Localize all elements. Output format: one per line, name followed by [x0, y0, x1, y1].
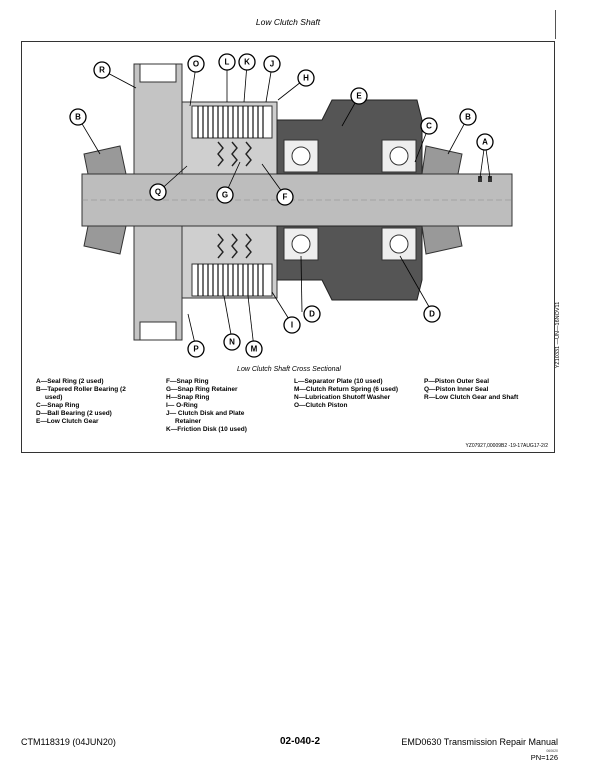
callout-c: C: [426, 122, 432, 131]
footer-pn: PN=126: [530, 753, 558, 762]
callout-f: F: [283, 193, 288, 202]
legend-column-3: L—Separator Plate (10 used) M—Clutch Ret…: [294, 378, 398, 410]
section-title: Low Clutch Shaft: [255, 17, 321, 27]
legend-column-2: F—Snap Ring G—Snap Ring Retainer H—Snap …: [166, 378, 247, 434]
legend-item: Retainer: [166, 418, 202, 425]
legend-item: F—Snap Ring: [166, 378, 209, 385]
legend-item: C—Snap Ring: [36, 402, 80, 409]
footer-small-code: 060620: [546, 749, 558, 753]
callout-l: L: [225, 58, 230, 67]
callout-m: M: [251, 345, 258, 354]
legend-item: J— Clutch Disk and Plate: [166, 410, 245, 417]
figure-caption: Low Clutch Shaft Cross Sectional: [237, 366, 341, 373]
callout-o: O: [193, 60, 199, 69]
legend-item: P—Piston Outer Seal: [424, 378, 490, 385]
legend-item: E—Low Clutch Gear: [36, 418, 99, 425]
figure-side-code: YZ10331 —UN—16NOV11: [555, 301, 561, 369]
callout-i: I: [291, 321, 293, 330]
figure-ref-code: YZ07927,00009B2 -19-17AUG17-2/2: [465, 443, 548, 449]
legend-item: G—Snap Ring Retainer: [166, 386, 238, 393]
callout-d-right: D: [429, 310, 435, 319]
callout-k: K: [244, 58, 250, 67]
callout-e: E: [356, 92, 362, 101]
callout-a: A: [482, 138, 488, 147]
legend-item: A—Seal Ring (2 used): [36, 378, 104, 385]
legend-item: L—Separator Plate (10 used): [294, 378, 383, 385]
legend-item: used): [36, 394, 63, 401]
callout-p: P: [193, 345, 199, 354]
callout-r: R: [99, 66, 105, 75]
footer-manual-title: EMD0630 Transmission Repair Manual: [401, 737, 558, 747]
legend-item: M—Clutch Return Spring (6 used): [294, 386, 398, 393]
legend-item: O—Clutch Piston: [294, 402, 348, 409]
legend-item: N—Lubrication Shutoff Washer: [294, 394, 391, 401]
legend-column-4: P—Piston Outer Seal Q—Piston Inner Seal …: [424, 378, 518, 402]
clutch-shaft-drawing: [81, 63, 513, 341]
callout-d-left: D: [309, 310, 315, 319]
callout-h: H: [303, 74, 309, 83]
legend-item: I— O-Ring: [166, 402, 198, 409]
callout-j: J: [270, 60, 274, 69]
legend-column-1: A—Seal Ring (2 used) B—Tapered Roller Be…: [36, 378, 126, 426]
callout-q: Q: [155, 188, 161, 197]
figure-frame: R B B A C E H J K L O Q G F D D I M N P …: [21, 41, 561, 453]
legend-item: Q—Piston Inner Seal: [424, 386, 489, 393]
footer-page-number: 02-040-2: [279, 736, 321, 747]
callout-b-left: B: [75, 113, 81, 122]
legend-item: D—Ball Bearing (2 used): [36, 410, 112, 417]
footer-doc-id: CTM118319 (04JUN20): [21, 737, 116, 747]
legend-item: R—Low Clutch Gear and Shaft: [424, 394, 519, 401]
callout-n: N: [229, 338, 235, 347]
header-rule: [21, 10, 556, 39]
legend-item: H—Snap Ring: [166, 394, 210, 401]
callout-b-right: B: [465, 113, 471, 122]
legend-item: B—Tapered Roller Bearing (2: [36, 386, 126, 393]
callout-layer: R B B A C E H J K L O Q G F D D I M N P: [69, 53, 494, 358]
legend-item: K—Friction Disk (10 used): [166, 426, 247, 433]
callout-g: G: [222, 191, 228, 200]
